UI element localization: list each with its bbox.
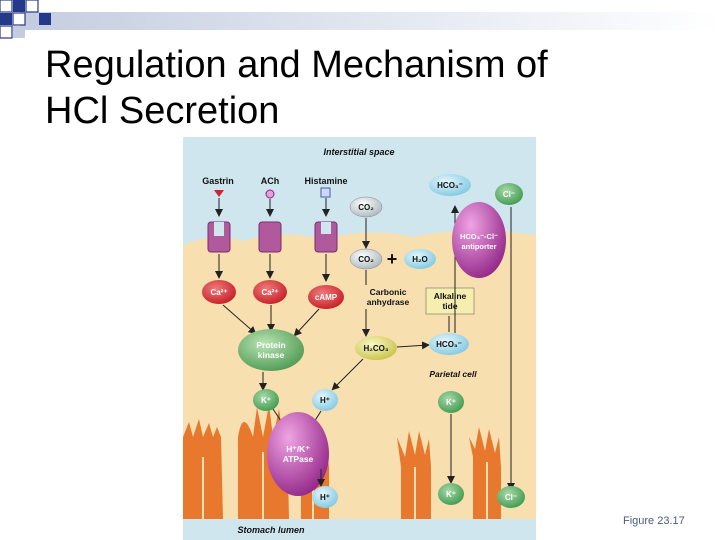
slide-title: Regulation and Mechanism of HCl Secretio…: [45, 42, 548, 134]
slide-title-line-1: Regulation and Mechanism of: [45, 44, 548, 86]
bicarbonate-top: [429, 174, 471, 196]
antiporter-label-2: antiporter: [461, 242, 496, 251]
water-molecule: [404, 249, 436, 269]
gastrin-ligand: [214, 190, 224, 197]
ach-ligand: [265, 189, 275, 199]
carbonic-acid: [355, 336, 397, 360]
parietal-cell-label: Parietal cell: [429, 369, 477, 379]
arrow-camp-to-kinase: [293, 308, 320, 337]
arrow-h2co3-to-hco3: [396, 341, 430, 350]
corner-squares-graphic: [0, 0, 720, 39]
hydrogen-lumen: [312, 486, 338, 508]
hydrogen-lumen-label: H⁺: [320, 493, 330, 502]
carbonic-acid-label: H₂CO₃: [363, 344, 388, 353]
antiporter-label-1: HCO₃⁻-Cl⁻: [460, 232, 498, 241]
pump-label-2: ATPase: [283, 454, 314, 464]
hcl-secretion-figure: Interstitial space Gastrin ACh Histamine…: [183, 137, 536, 540]
bicarbonate-top-label: HCO₃⁻: [437, 181, 463, 190]
calcium-left: [202, 280, 236, 304]
hydrogen-inside-label: H⁺: [320, 396, 330, 405]
histamine-label: Histamine: [304, 176, 347, 186]
chloride-top: [495, 183, 523, 205]
arrow-ca-left-to-kinase: [222, 304, 257, 335]
protein-kinase: [238, 329, 304, 371]
arrow-h2co3-to-h: [331, 358, 364, 391]
figure-svg: Interstitial space Gastrin ACh Histamine…: [183, 137, 536, 540]
potassium-right-label: K⁺: [446, 398, 456, 407]
h-k-atpase-pump: [267, 412, 329, 496]
lumen-band: [183, 519, 536, 540]
potassium-lumen: [438, 483, 464, 505]
hydrogen-inside: [312, 389, 338, 411]
pump-label-1: H⁺/K⁺: [286, 444, 310, 454]
potassium-left-label: K⁺: [261, 396, 271, 405]
histamine-ligand: [320, 187, 331, 198]
slide-corner-decoration: [0, 0, 720, 50]
figure-caption: Figure 23.17: [623, 515, 685, 527]
water-label: H₂O: [412, 255, 428, 264]
chloride-top-label: Cl⁻: [503, 190, 515, 199]
carbonic-anhydrase-label-1: Carbonic: [370, 287, 407, 297]
co2-mid: [349, 248, 383, 270]
co2-top-label: CO₂: [358, 203, 374, 212]
co2-top: [349, 196, 383, 218]
potassium-lumen-label: K⁺: [446, 490, 456, 499]
gastrin-receptor: [207, 221, 231, 253]
ach-receptor: [258, 221, 282, 253]
plus-sign: +: [387, 249, 398, 269]
gastrin-label: Gastrin: [202, 176, 234, 186]
slide-title-line-2: HCl Secretion: [45, 90, 280, 132]
interstitial-space-label: Interstitial space: [323, 147, 394, 157]
bicarbonate-mid: [429, 333, 469, 355]
bicarbonate-mid-label: HCO₃⁻: [436, 340, 462, 349]
potassium-left: [253, 389, 279, 411]
histamine-receptor: [314, 221, 338, 253]
potassium-right: [438, 391, 464, 413]
calcium-right: [253, 280, 287, 304]
alkaline-tide-label-2: tide: [442, 301, 457, 311]
chloride-lumen-label: Cl⁻: [505, 493, 517, 502]
protein-kinase-label-1: Protein: [256, 340, 285, 350]
camp-label: cAMP: [315, 293, 338, 302]
calcium-right-label: Ca²⁺: [261, 288, 278, 297]
carbonic-anhydrase-label-2: anhydrase: [367, 297, 410, 307]
alkaline-tide-box: [425, 287, 475, 315]
ach-label: ACh: [261, 176, 280, 186]
alkaline-tide-label-1: Alkaline: [434, 291, 467, 301]
chloride-lumen: [497, 486, 525, 508]
stomach-lumen-label: Stomach lumen: [237, 525, 305, 535]
calcium-left-label: Ca²⁺: [210, 288, 227, 297]
protein-kinase-label-2: kinase: [258, 350, 285, 360]
hco3-cl-antiporter: [452, 202, 506, 278]
camp-molecule: [308, 285, 344, 309]
co2-mid-label: CO₂: [358, 255, 374, 264]
